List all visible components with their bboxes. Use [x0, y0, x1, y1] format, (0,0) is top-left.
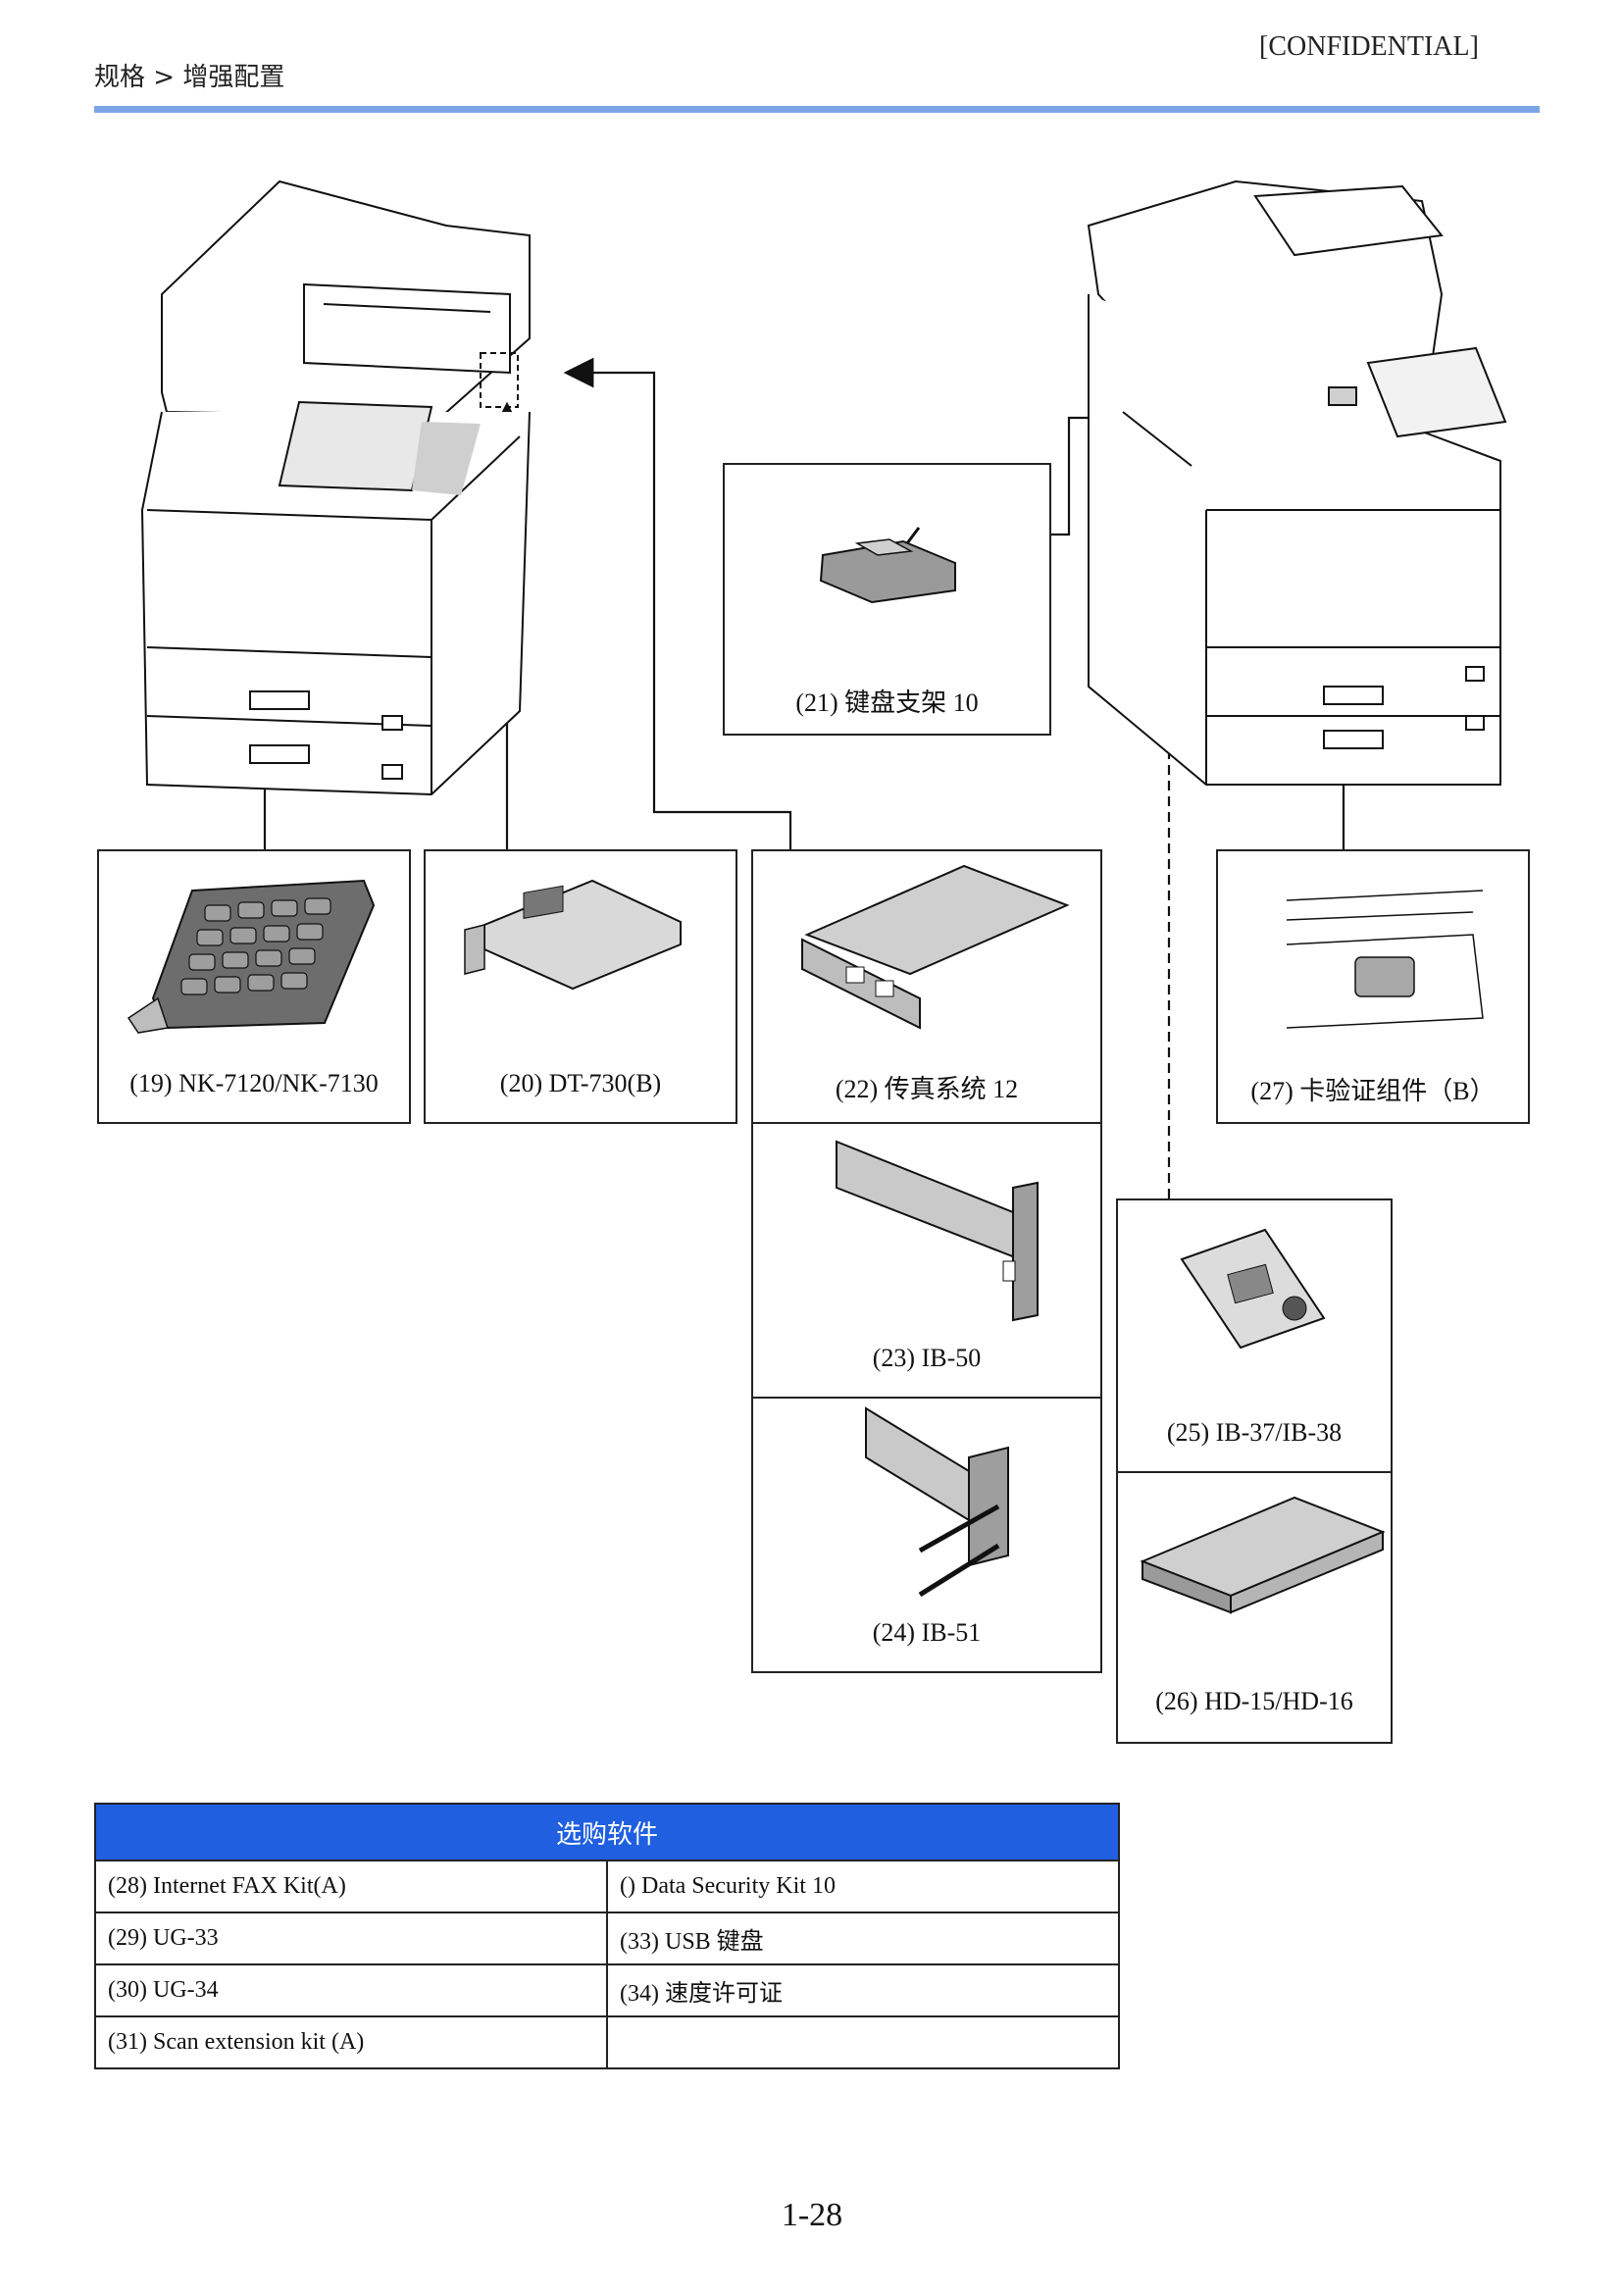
- ssd-drive-icon: [1140, 1496, 1386, 1614]
- table-row: (29) UG-33 (33) USB 键盘: [94, 1912, 1120, 1965]
- printer-right-illustration: [1087, 179, 1507, 786]
- table-cell: (33) USB 键盘: [606, 1912, 1120, 1965]
- option-box-cardauth: (27) 卡验证组件（B）: [1216, 849, 1530, 1124]
- option-label: (27) 卡验证组件（B）: [1250, 1077, 1496, 1105]
- table-cell: [606, 2015, 1120, 2069]
- option-box-dt730: (20) DT-730(B): [424, 849, 737, 1124]
- table-row: (30) UG-34 (34) 速度许可证: [94, 1963, 1120, 2017]
- page-number: 1-28: [781, 2197, 843, 2233]
- option-box-hd15: (26) HD-15/HD-16: [1116, 1471, 1393, 1744]
- keyboard-holder-icon: [819, 527, 956, 604]
- option-box-ib50: (23) IB-50: [751, 1122, 1102, 1399]
- option-box-nk7120: (19) NK-7120/NK-7130: [97, 849, 411, 1124]
- ib50-board-icon: [836, 1140, 1039, 1322]
- ib51-board-icon: [865, 1406, 1009, 1598]
- diagram-connectors: [140, 179, 1507, 1198]
- option-box-ib37: (25) IB-37/IB-38: [1116, 1198, 1393, 1473]
- table-cell: (30) UG-34: [94, 1963, 608, 2017]
- header-rule: [94, 106, 1540, 113]
- confidential-mark: [CONFIDENTIAL]: [1259, 31, 1479, 62]
- numeric-keypad-icon: [127, 879, 376, 1034]
- option-label: (25) IB-37/IB-38: [1166, 1418, 1343, 1447]
- option-label: (21) 键盘支架 10: [795, 688, 979, 717]
- table-cell: (31) Scan extension kit (A): [94, 2015, 608, 2069]
- option-label: (19) NK-7120/NK-7130: [129, 1069, 379, 1097]
- option-box-ib51: (24) IB-51: [751, 1397, 1102, 1673]
- table-cell: (34) 速度许可证: [606, 1963, 1120, 2017]
- printer-left-illustration: [140, 179, 531, 796]
- document-tray-icon: [464, 879, 682, 991]
- table-row: (28) Internet FAX Kit(A) () Data Securit…: [94, 1860, 1120, 1913]
- option-box-kbholder: (21) 键盘支架 10: [723, 463, 1051, 736]
- breadcrumb: 规格 > 增强配置: [94, 63, 285, 92]
- table-cell: (29) UG-33: [94, 1912, 608, 1965]
- table-row: (31) Scan extension kit (A): [94, 2015, 1120, 2069]
- option-label: (24) IB-51: [872, 1618, 982, 1647]
- option-label: (22) 传真系统 12: [835, 1075, 1019, 1103]
- table-cell: (28) Internet FAX Kit(A): [94, 1860, 608, 1913]
- option-label: (26) HD-15/HD-16: [1155, 1687, 1353, 1715]
- option-label: (20) DT-730(B): [499, 1069, 662, 1097]
- table-title: 选购软件: [94, 1803, 1120, 1861]
- option-box-fax: (22) 传真系统 12: [751, 849, 1102, 1124]
- option-label: (23) IB-50: [872, 1344, 982, 1372]
- fax-board-icon: [801, 864, 1070, 1030]
- wireless-module-icon: [1180, 1228, 1326, 1350]
- optional-software-table: 选购软件 (28) Internet FAX Kit(A) () Data Se…: [94, 1803, 1120, 2069]
- card-reader-icon: [1286, 890, 1484, 1029]
- table-cell: () Data Security Kit 10: [606, 1860, 1120, 1913]
